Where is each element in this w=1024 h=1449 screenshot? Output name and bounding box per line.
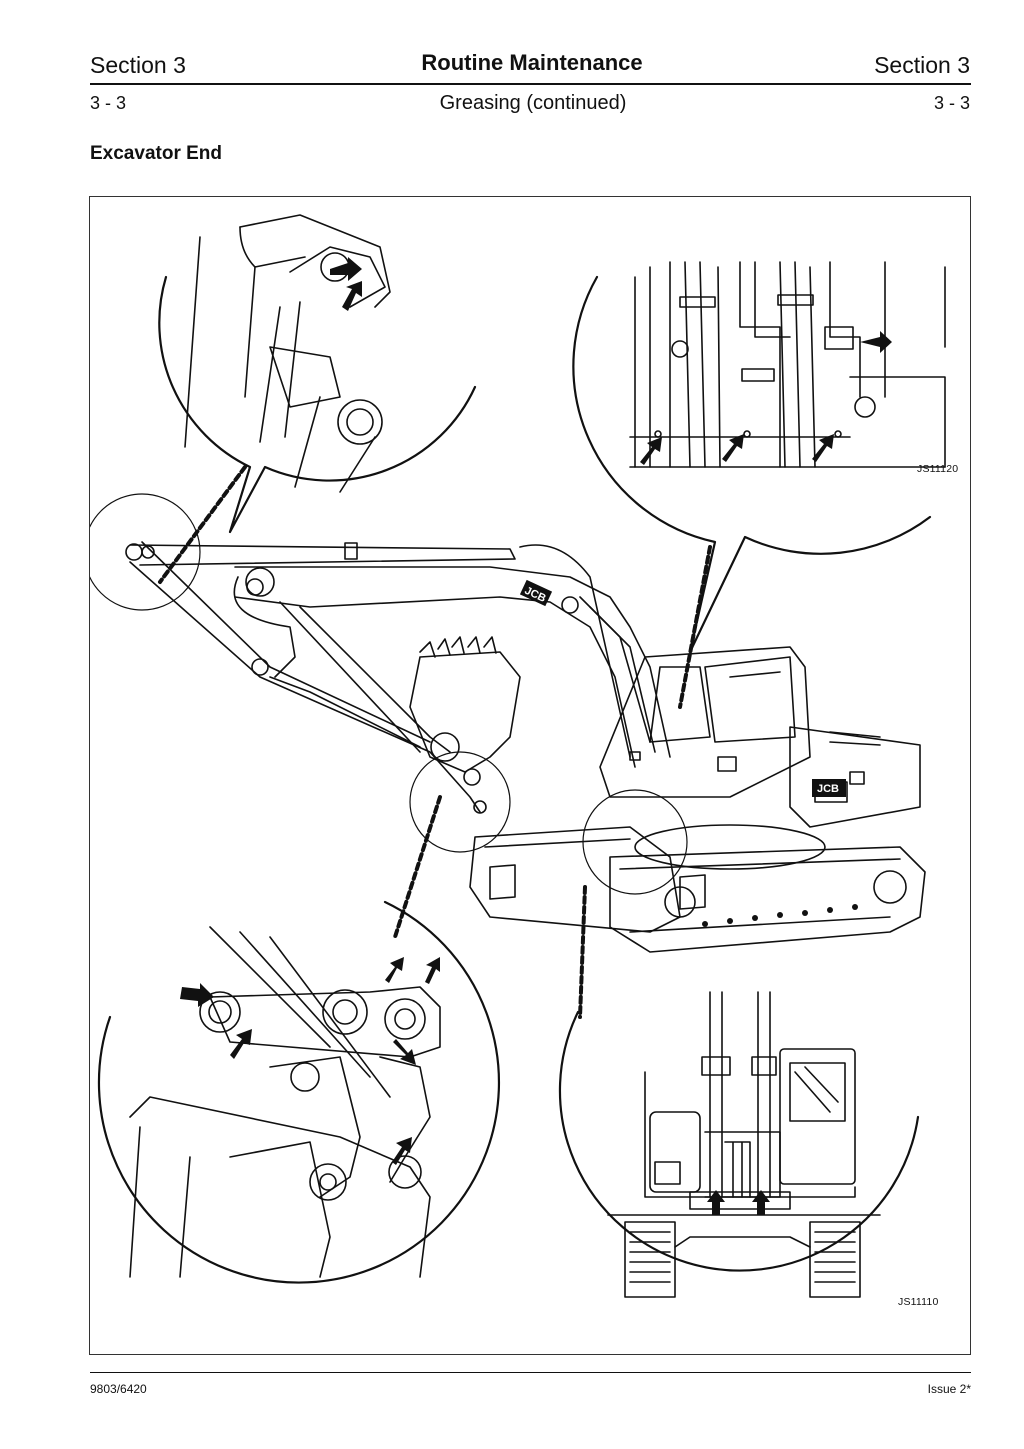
grease-arrows-bottom-left [180, 957, 440, 1165]
grease-arrows-bottom-right [707, 1190, 770, 1215]
figure-code-bottom: JS11110 [898, 1296, 939, 1308]
figure-code-top: JS11120 [917, 463, 959, 475]
page-number-left: 3 - 3 [90, 93, 127, 113]
grease-arrow-top-left-2 [342, 281, 362, 311]
footer-doc-number: 9803/6420 [90, 1382, 147, 1396]
header-section-left: Section 3 [90, 52, 186, 78]
grease-arrow-top-right-1 [860, 331, 892, 353]
detail-circle-bottom-right [558, 991, 920, 1298]
grease-arrow-top-right-2 [640, 434, 834, 465]
header-rule [90, 83, 971, 85]
section-heading: Excavator End [90, 143, 222, 164]
boom-decal-text: JCB [523, 585, 548, 605]
detail-circle-top-left [158, 214, 477, 534]
grease-arrow-top-left-1 [330, 257, 362, 281]
body-decal-text: JCB [817, 783, 839, 795]
greasing-illustration: JCB JCB [89, 196, 971, 1355]
excavator-main [90, 493, 926, 953]
header-title: Routine Maintenance [421, 50, 643, 75]
detail-circle-top-right [572, 261, 946, 654]
detail-circle-bottom-left [97, 900, 501, 1284]
jcb-decal-body: JCB [812, 779, 846, 797]
header-section-right: Section 3 [874, 52, 970, 78]
page-number-right: 3 - 3 [933, 93, 970, 113]
footer-issue: Issue 2* [927, 1382, 971, 1396]
footer-rule [90, 1372, 971, 1373]
page-subtitle: Greasing (continued) [439, 92, 627, 114]
